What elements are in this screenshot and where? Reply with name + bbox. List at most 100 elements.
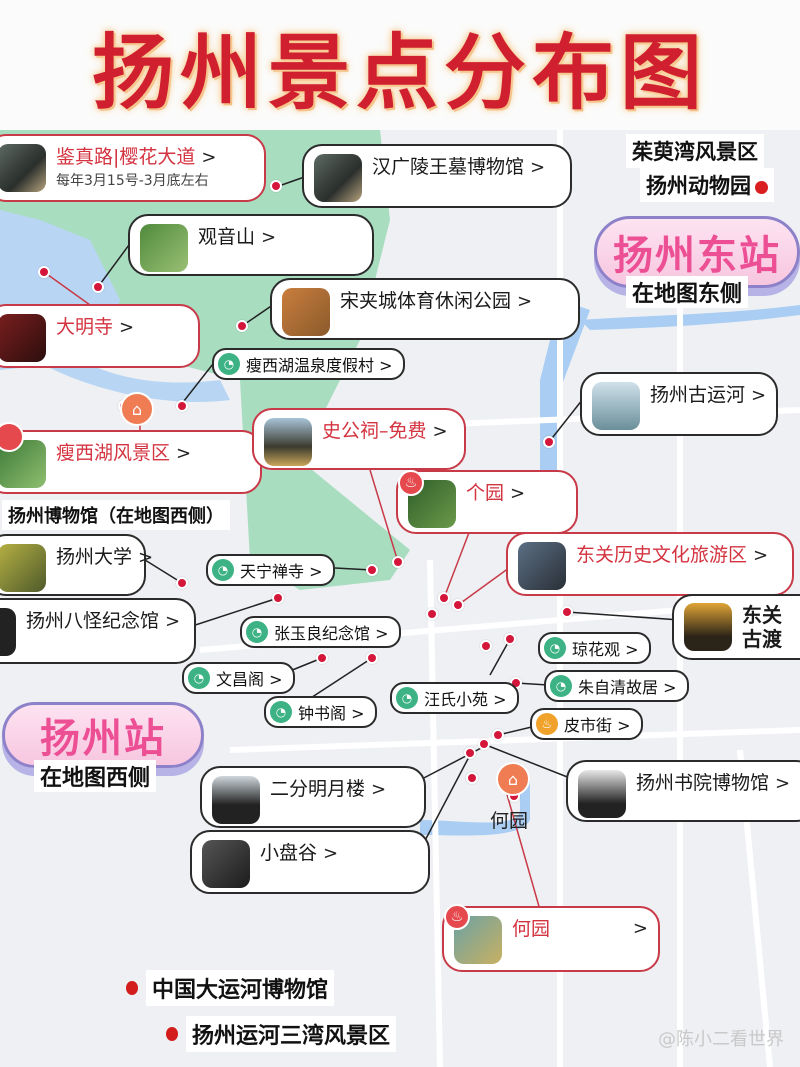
card-label: 二分明月楼 bbox=[270, 778, 366, 800]
card-label: 鉴真路|樱花大道 bbox=[56, 146, 196, 168]
map-pin[interactable] bbox=[236, 320, 248, 332]
chevron-right-icon: > bbox=[371, 779, 387, 800]
card-label: 史公祠–免费 bbox=[322, 420, 427, 442]
map-pin[interactable] bbox=[466, 772, 478, 784]
pill-label: 皮市街 > bbox=[564, 716, 631, 735]
fire-icon: ♨ bbox=[444, 904, 470, 930]
pill-label: 钟书阁 > bbox=[298, 704, 365, 723]
pill-label: 张玉良纪念馆 > bbox=[274, 624, 389, 643]
scenic-spot-icon: ◔ bbox=[218, 353, 240, 375]
card-label: 大明寺 bbox=[56, 316, 114, 338]
pill-wenquan[interactable]: ◔ 瘦西湖温泉度假村 > bbox=[212, 348, 405, 380]
west-station-name: 扬州站 bbox=[40, 716, 166, 762]
card-shuyuan[interactable]: 扬州书院博物馆> bbox=[566, 760, 800, 822]
map-pin[interactable] bbox=[392, 556, 404, 568]
card-xiaopangu[interactable]: 小盘谷> bbox=[190, 830, 430, 894]
card-songjiacheng[interactable]: 宋夹城体育休闲公园> bbox=[270, 278, 580, 340]
map-pin[interactable] bbox=[176, 577, 188, 589]
thumbnail bbox=[592, 382, 640, 430]
thumbnail bbox=[140, 224, 188, 272]
red-dot-icon bbox=[126, 981, 138, 995]
map-pin[interactable] bbox=[38, 266, 50, 278]
card-baguai[interactable]: 扬州八怪纪念馆> bbox=[0, 598, 196, 664]
chevron-right-icon: > bbox=[751, 385, 767, 406]
landmark-icon[interactable]: ⌂ bbox=[496, 762, 530, 796]
landmark-icon[interactable]: ⌂ bbox=[120, 392, 154, 426]
map-pin[interactable] bbox=[504, 633, 516, 645]
scenic-spot-icon: ◔ bbox=[212, 559, 234, 581]
pill-zhangyuliang[interactable]: ◔ 张玉良纪念馆 > bbox=[240, 616, 401, 648]
card-yzdaxue[interactable]: 扬州大学> bbox=[0, 534, 153, 596]
card-label: 东关历史文化旅游区 bbox=[576, 544, 748, 566]
heyuan-map-label: 何园 bbox=[490, 810, 529, 832]
pill-zhuziqing[interactable]: ◔ 朱自清故居 > bbox=[544, 670, 689, 702]
card-daming[interactable]: 大明寺> bbox=[0, 304, 200, 368]
map-pin[interactable] bbox=[464, 747, 476, 759]
map-pin[interactable] bbox=[272, 592, 284, 604]
map-pin[interactable] bbox=[270, 180, 282, 192]
card-dongguangudu[interactable]: 东关 古渡 bbox=[672, 594, 800, 660]
card-label: 小盘谷 bbox=[260, 842, 318, 864]
scenic-spot-icon: ◔ bbox=[544, 637, 566, 659]
card-guanyinshan[interactable]: 观音山> bbox=[128, 214, 374, 276]
zoo-label: 扬州动物园 bbox=[640, 168, 774, 202]
map-pin[interactable] bbox=[92, 281, 104, 293]
map-pin[interactable] bbox=[492, 729, 504, 741]
chevron-right-icon: > bbox=[432, 421, 448, 442]
map-pin[interactable] bbox=[438, 592, 450, 604]
pill-wangshi[interactable]: ◔ 汪氏小苑 > bbox=[390, 682, 519, 714]
pill-pishi[interactable]: ♨ 皮市街 > bbox=[530, 708, 643, 740]
thumbnail bbox=[518, 542, 566, 590]
fire-icon bbox=[0, 422, 24, 452]
chevron-right-icon: > bbox=[753, 545, 769, 566]
east-station-note: 在地图东侧 bbox=[626, 276, 749, 308]
chevron-right-icon: > bbox=[138, 547, 154, 568]
pill-qionghua[interactable]: ◔ 琼花观 > bbox=[538, 632, 651, 664]
map-pin[interactable] bbox=[366, 652, 378, 664]
chevron-right-icon: > bbox=[261, 227, 277, 248]
thumbnail bbox=[684, 603, 732, 651]
card-dongguan[interactable]: 东关历史文化旅游区> bbox=[506, 532, 794, 596]
card-label: 扬州书院博物馆 bbox=[636, 772, 770, 794]
map-pin[interactable] bbox=[543, 436, 555, 448]
pill-label: 汪氏小苑 > bbox=[424, 690, 507, 709]
card-shouxihu[interactable]: 瘦西湖风景区> bbox=[0, 430, 262, 494]
card-label: 观音山 bbox=[198, 226, 256, 248]
chevron-right-icon: > bbox=[165, 611, 181, 632]
chevron-right-icon: > bbox=[176, 443, 192, 464]
map-pin[interactable] bbox=[426, 608, 438, 620]
map-pin[interactable] bbox=[480, 640, 492, 652]
map-pin[interactable] bbox=[316, 652, 328, 664]
card-shigongci[interactable]: 史公祠–免费> bbox=[252, 408, 466, 470]
pill-label: 琼花观 > bbox=[572, 640, 639, 659]
thumbnail bbox=[0, 544, 46, 592]
pill-zhongshu[interactable]: ◔ 钟书阁 > bbox=[264, 696, 377, 728]
food-icon: ♨ bbox=[536, 713, 558, 735]
card-hanguangling[interactable]: 汉广陵王墓博物馆> bbox=[302, 144, 572, 208]
pill-label: 天宁禅寺 > bbox=[240, 562, 323, 581]
map-pin[interactable] bbox=[478, 738, 490, 750]
chevron-right-icon: > bbox=[119, 317, 135, 338]
map-pin[interactable] bbox=[176, 400, 188, 412]
pill-tianning[interactable]: ◔ 天宁禅寺 > bbox=[206, 554, 335, 586]
map-canvas[interactable]: ⌂ ⌂ 何园 鉴真路|樱花大道> 每年3月15号-3月底左右 汉广陵王墓博物馆>… bbox=[0, 130, 800, 1067]
thumbnail bbox=[0, 144, 46, 192]
sanwan-label: 扬州运河三湾风景区 bbox=[186, 1016, 397, 1052]
zhuyu-label: 茱萸湾风景区 bbox=[626, 134, 764, 168]
thumbnail bbox=[282, 288, 330, 336]
west-station-note: 在地图西侧 bbox=[34, 760, 157, 792]
card-erfen[interactable]: 二分明月楼> bbox=[200, 766, 426, 828]
card-jianzhen[interactable]: 鉴真路|樱花大道> 每年3月15号-3月底左右 bbox=[0, 134, 266, 202]
map-pin[interactable] bbox=[366, 564, 378, 576]
canal-museum-label: 中国大运河博物馆 bbox=[146, 970, 335, 1006]
thumbnail bbox=[314, 154, 362, 202]
map-pin[interactable] bbox=[452, 599, 464, 611]
map-pin[interactable] bbox=[561, 606, 573, 618]
scenic-spot-icon: ◔ bbox=[396, 687, 418, 709]
chevron-right-icon: > bbox=[323, 843, 339, 864]
pill-wenchang[interactable]: ◔ 文昌阁 > bbox=[182, 662, 295, 694]
card-label: 宋夹城体育休闲公园 bbox=[340, 290, 512, 312]
card-heyuan[interactable]: 何园> bbox=[442, 906, 660, 972]
card-guyunhe[interactable]: 扬州古运河> bbox=[580, 372, 778, 436]
thumbnail bbox=[212, 776, 260, 824]
